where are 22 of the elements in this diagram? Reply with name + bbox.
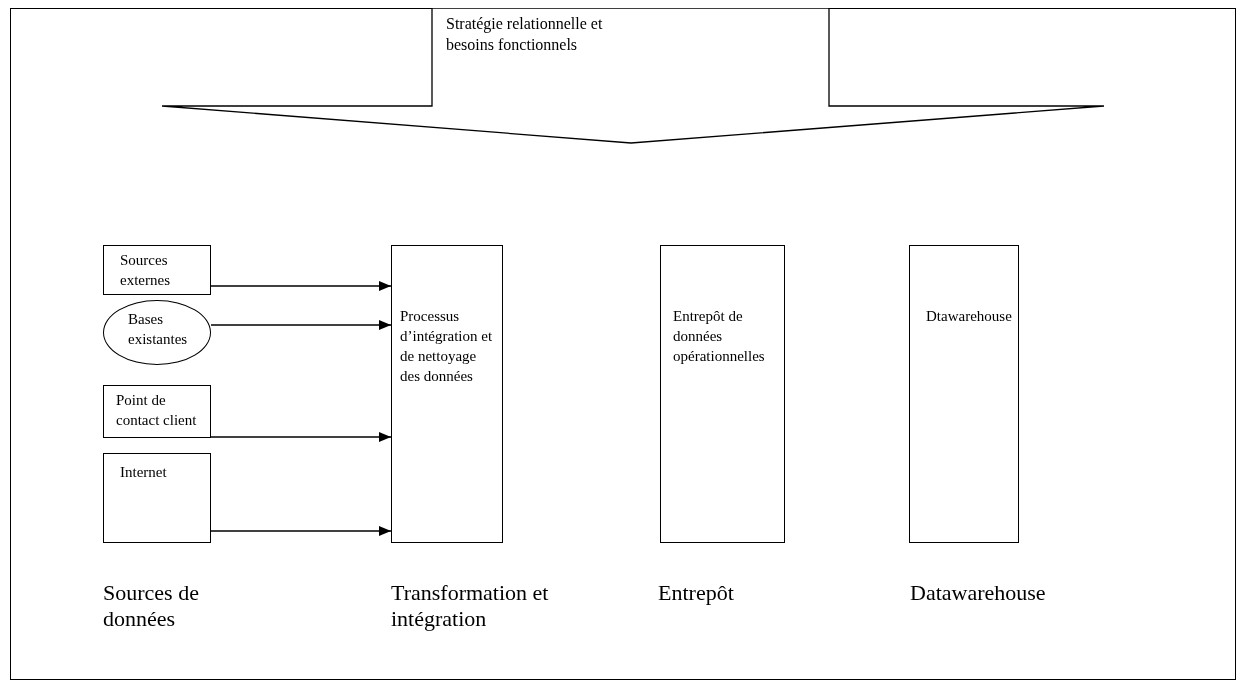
node-text: Point de contact client — [116, 391, 198, 430]
arrow — [210, 526, 392, 536]
column-label: Sources de données — [103, 580, 200, 632]
block-arrow-text: Stratégie relationnelle et besoins fonctionnels — [446, 14, 604, 55]
node-text: Dtawarehouse — [926, 307, 1013, 326]
column-label: Entrepôt — [658, 580, 735, 606]
column-label: Transformation et intégration — [391, 580, 550, 632]
process-box — [103, 245, 211, 295]
arrow — [210, 281, 392, 291]
node-text: Processus d’intégration et de nettoyage des données — [400, 307, 494, 386]
column-label: Datawarehouse — [910, 580, 1047, 606]
arrow — [210, 320, 392, 330]
node-text: Sources externes — [120, 251, 171, 290]
process-box — [391, 245, 503, 543]
process-box — [909, 245, 1019, 543]
process-box — [103, 453, 211, 543]
process-box — [660, 245, 785, 543]
node-text: Internet — [120, 463, 168, 482]
node-text: Bases existantes — [128, 310, 189, 349]
process-box — [103, 385, 211, 438]
node-text: Entrepôt de données opérationnelles — [673, 307, 766, 366]
arrow — [210, 432, 392, 442]
